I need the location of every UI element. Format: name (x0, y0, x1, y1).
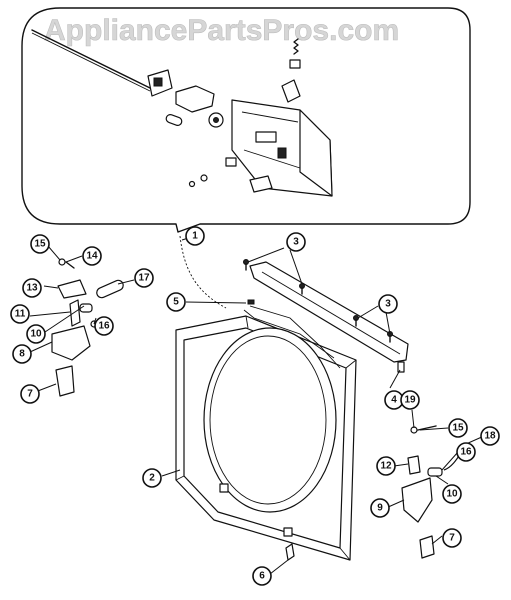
svg-text:4: 4 (391, 395, 397, 406)
svg-text:8: 8 (19, 349, 25, 360)
callout-13: 13 (22, 278, 42, 298)
callout-5: 5 (166, 292, 186, 312)
callout-11: 11 (10, 304, 30, 324)
svg-text:16: 16 (98, 321, 110, 332)
callout-10-left: 10 (26, 324, 46, 344)
detail-inset-balloon (21, 7, 471, 233)
svg-text:16: 16 (460, 447, 472, 458)
svg-text:18: 18 (484, 431, 496, 442)
callout-16-right: 16 (456, 442, 476, 462)
svg-text:3: 3 (385, 299, 391, 310)
callout-19: 19 (400, 390, 420, 410)
leader-lines (29, 235, 485, 575)
callout-12: 12 (376, 456, 396, 476)
svg-text:7: 7 (27, 389, 33, 400)
callout-6: 6 (252, 566, 272, 586)
callout-9: 9 (370, 498, 390, 518)
svg-text:12: 12 (380, 461, 392, 472)
clip-item-5 (247, 299, 255, 305)
callout-18: 18 (480, 426, 500, 446)
callout-7-left: 7 (20, 384, 40, 404)
callout-10-right: 10 (442, 484, 462, 504)
top-rail-item-4 (249, 261, 409, 373)
callout-3-top: 3 (286, 232, 306, 252)
callout-3-right: 3 (378, 294, 398, 314)
svg-text:19: 19 (404, 395, 416, 406)
svg-text:10: 10 (446, 489, 458, 500)
svg-text:15: 15 (34, 239, 46, 250)
callout-2: 2 (142, 468, 162, 488)
callout-15-right: 15 (448, 418, 468, 438)
callout-17: 17 (134, 268, 154, 288)
callout-15-left: 15 (30, 234, 50, 254)
front-panel-item-2 (175, 305, 357, 561)
svg-text:2: 2 (149, 473, 155, 484)
callout-1: 1 (185, 226, 205, 246)
callout-14: 14 (82, 246, 102, 266)
svg-text:10: 10 (30, 329, 42, 340)
clip-item-6 (285, 543, 295, 561)
svg-text:14: 14 (86, 251, 98, 262)
svg-text:1: 1 (192, 231, 198, 242)
callout-16-left: 16 (94, 316, 114, 336)
svg-text:3: 3 (293, 237, 299, 248)
switch-assembly-item-1 (31, 29, 333, 197)
svg-text:7: 7 (449, 533, 455, 544)
svg-text:11: 11 (15, 309, 26, 320)
svg-text:17: 17 (138, 273, 150, 284)
svg-text:13: 13 (26, 283, 38, 294)
left-latch-group (51, 258, 124, 397)
watermark-text: AppliancePartsPros.com (44, 14, 399, 47)
svg-text:9: 9 (377, 503, 383, 514)
callout-8: 8 (12, 344, 32, 364)
svg-text:5: 5 (173, 297, 179, 308)
svg-text:15: 15 (452, 423, 464, 434)
screws-item-3 (243, 259, 393, 343)
svg-text:6: 6 (259, 571, 265, 582)
callout-7-right: 7 (442, 528, 462, 548)
